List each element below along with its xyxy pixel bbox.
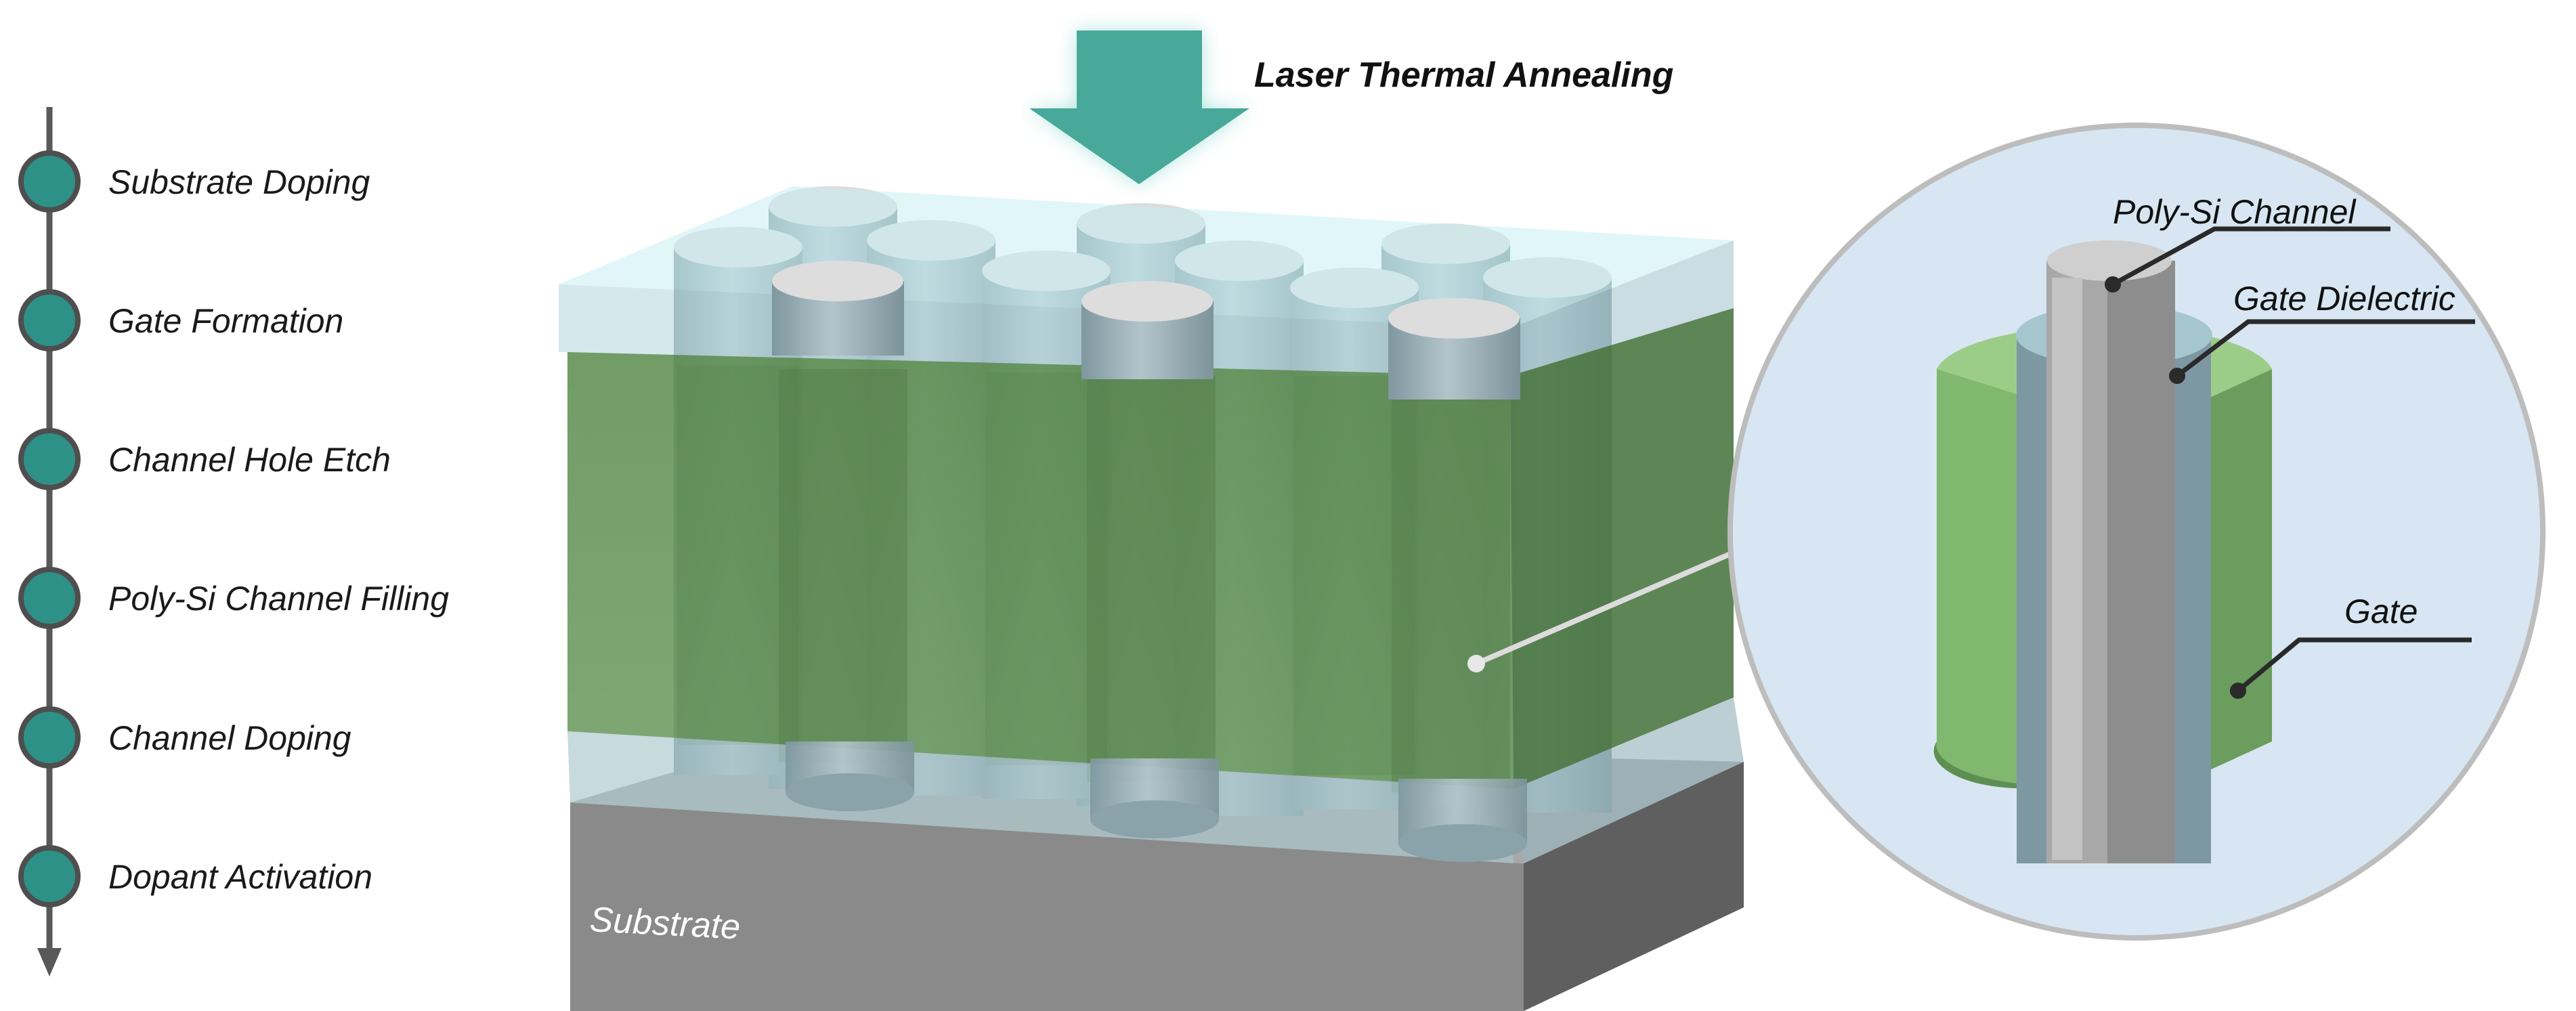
process-step-label: Substrate Doping [108,163,370,201]
timeline-node [18,150,81,213]
process-step-5: Channel Doping [18,706,351,769]
pillar-base [1398,824,1527,862]
pillar-shadow [985,372,1107,765]
pillar-shadow [1087,376,1216,782]
channel-light-strip [2052,278,2082,860]
laser-annealing-arrow: Laser Thermal Annealing [1029,30,1673,184]
pillar-top [772,261,903,301]
process-timeline: Substrate Doping Gate Formation Channel … [18,107,449,976]
front-pillar-tops [772,261,1520,400]
device-stack: Substrate [559,186,1776,1011]
substrate-side-face [1524,762,1744,1011]
channel-label: Poly-Si Channel [2113,193,2357,231]
gate-layer [567,308,1734,792]
bottom-layer-side-face [1514,697,1744,863]
pillar-base [1090,800,1219,838]
substrate-front-face [570,802,1524,1011]
dielectric-leader-line [2175,319,2475,378]
gate-layer-side-face [1510,308,1734,789]
pillar-shadow [779,369,907,762]
front-pillar-bottoms [786,741,1527,862]
substrate-label: Substrate [588,900,741,947]
pillar-shadow [1392,379,1510,792]
timeline-arrowhead-icon [37,948,62,976]
pillar-top [1081,281,1213,322]
timeline-node [18,706,81,769]
process-step-label: Channel Hole Etch [108,441,391,479]
callout-leader-line [1475,532,1776,666]
timeline-node [18,845,81,907]
channel-leader-line [2111,226,2390,287]
pillar-top [1388,298,1520,339]
process-step-1: Substrate Doping [18,150,370,213]
top-layer-side-face [1510,240,1734,376]
process-step-label: Dopant Activation [108,858,372,896]
zoom-callout: Poly-Si Channel Gate Dielectric Gate [1727,123,2546,941]
dielectric-right-face [2174,335,2211,863]
process-step-3: Channel Hole Etch [18,428,391,490]
timeline-node [18,289,81,351]
gate-layer-front-face [567,352,1514,789]
pillar-shadow [1293,376,1415,775]
channel-leader-dot [2105,276,2121,293]
pillar-shadow [677,366,799,745]
gate-leader-line [2236,637,2472,693]
pillar-base [786,773,914,811]
process-step-6: Dopant Activation [18,845,372,907]
process-step-4: Poly-Si Channel Filling [18,567,449,629]
dielectric-leader-dot [2169,368,2185,384]
dielectric-label: Gate Dielectric [2233,280,2455,318]
annealing-label: Laser Thermal Annealing [1254,56,1673,95]
callout-labels: Poly-Si Channel Gate Dielectric Gate [2105,193,2475,699]
gate-label: Gate [2344,593,2418,630]
gate-leader-dot [2230,683,2246,699]
channel-right-face [2107,261,2175,863]
callout-anchor-dot [1467,655,1485,672]
process-step-label: Poly-Si Channel Filling [108,580,449,618]
down-arrow-icon [1029,30,1249,184]
process-step-2: Gate Formation [18,289,343,351]
timeline-node [18,428,81,490]
timeline-node [18,567,81,629]
poly-si-channel [2046,240,2175,863]
process-step-label: Channel Doping [108,719,351,757]
process-step-label: Gate Formation [108,302,343,340]
